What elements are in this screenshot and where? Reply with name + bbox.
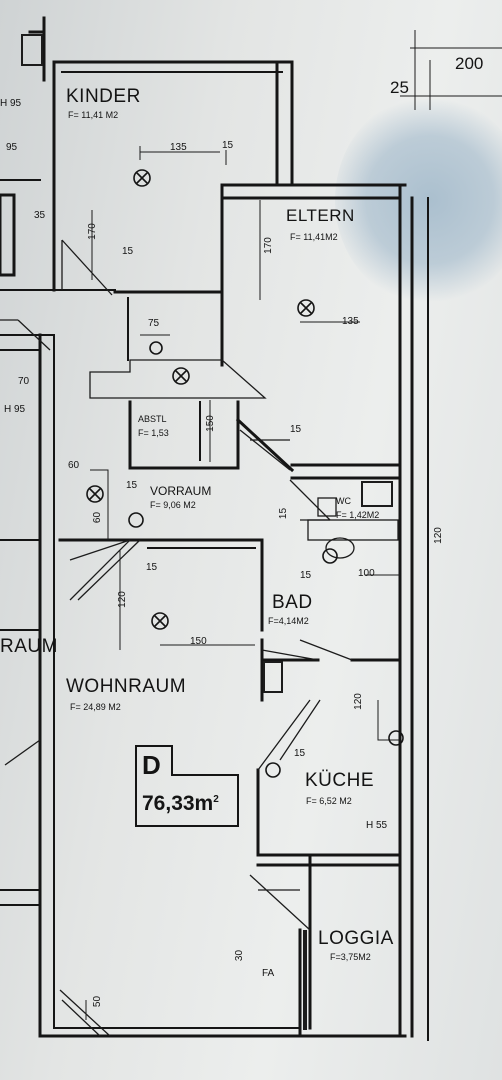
room-name-abstell: ABSTL — [138, 414, 167, 424]
dim-bad-15b: 15 — [300, 570, 312, 581]
door-wohn — [69, 539, 131, 601]
room-name-vorraum: VORRAUM — [150, 484, 212, 498]
unit-letter: D — [142, 750, 161, 780]
room-area-kinder: F= 11,41 M2 — [68, 110, 119, 120]
room-name-wc: WC — [336, 496, 351, 506]
wall-eltern-bottom — [290, 463, 402, 480]
water-stain — [335, 95, 502, 305]
room-area-abstell: F= 1,53 — [138, 428, 169, 438]
dim-eltern-170: 170 — [262, 237, 274, 254]
dim-left-95: 95 — [6, 142, 18, 153]
light-wohn — [151, 612, 169, 630]
unit-area-exponent: 2 — [213, 794, 219, 805]
dim-left-h95: H 95 — [0, 98, 22, 109]
room-area-bad: F=4,14M2 — [268, 616, 309, 626]
light-kinder — [133, 169, 151, 187]
room-area-kueche: F= 6,52 M2 — [306, 796, 352, 806]
dim-kue-h55: H 55 — [366, 820, 388, 831]
light-eltern — [297, 299, 315, 317]
light-bad — [322, 548, 338, 564]
room-name-wohnraum: WOHNRAUM — [66, 676, 187, 697]
light-vorraum-2 — [86, 485, 104, 503]
dim-left-h95b: H 95 — [4, 404, 26, 415]
room-name-eltern: ELTERN — [286, 206, 355, 225]
dim-kue-15: 15 — [294, 748, 306, 759]
dim-wc-15: 15 — [278, 507, 290, 520]
dim-abst-150: 150 — [204, 415, 216, 432]
dim-log-30: 30 — [234, 949, 246, 962]
room-name-loggia: LOGGIA — [318, 928, 394, 949]
dim-kinder-170: 170 — [86, 223, 98, 240]
dim-left-70: 70 — [18, 376, 30, 387]
room-area-loggia: F=3,75M2 — [330, 952, 371, 962]
door-kinder — [61, 239, 113, 296]
unit-badge-frame — [135, 745, 239, 827]
room-area-wohnraum: F= 24,89 M2 — [70, 702, 121, 712]
dim-bottom-50: 50 — [92, 995, 104, 1008]
dim-abst-75: 75 — [148, 318, 160, 329]
room-name-left: RAUM — [0, 636, 58, 657]
wall-wohn-top — [58, 538, 264, 632]
light-abstell — [149, 341, 163, 355]
wall-kinder-right — [275, 60, 294, 187]
dim-left-35: 35 — [34, 210, 46, 221]
wall-kueche-bottom — [256, 768, 402, 867]
dim-vorr-15: 15 — [126, 480, 138, 491]
room-name-kinder: KINDER — [66, 86, 141, 107]
dim-right-120: 120 — [432, 527, 444, 544]
wall-eltern-top — [220, 183, 407, 200]
light-vorraum-3 — [128, 512, 144, 528]
room-name-kueche: KÜCHE — [305, 770, 375, 791]
room-area-eltern: F= 11,41M2 — [290, 232, 338, 242]
dim-kue-120: 120 — [352, 693, 364, 710]
dim-kinder-135: 135 — [170, 142, 187, 153]
light-right — [388, 730, 404, 746]
dim-bad-15: 15 — [290, 424, 302, 435]
wall-kinder-top — [52, 60, 294, 182]
vorraum-hatch-top — [89, 359, 267, 399]
room-area-wc: F= 1,42M2 — [336, 510, 380, 520]
unit-total-area: 76,33m2 — [142, 792, 219, 815]
dim-kinder-15b: 15 — [122, 246, 134, 257]
light-kueche — [265, 762, 281, 778]
wall-abstell — [128, 400, 240, 470]
dim-vorr-60b: 60 — [92, 511, 104, 524]
dim-wohn-120: 120 — [116, 591, 128, 608]
dim-top-200: 200 — [455, 54, 484, 73]
room-area-vorraum: F= 9,06 M2 — [150, 500, 196, 510]
dim-kinder-15: 15 — [222, 140, 234, 151]
room-name-bad: BAD — [272, 592, 313, 613]
dim-vorr-60: 60 — [68, 460, 80, 471]
dim-eltern-135: 135 — [342, 316, 359, 327]
dim-wohn-150: 150 — [190, 636, 207, 647]
wall-right — [398, 183, 414, 1038]
dim-log-fa: FA — [262, 968, 275, 979]
dim-vorr-15b: 15 — [146, 562, 158, 573]
dim-bad-100: 100 — [358, 568, 375, 579]
light-vorraum — [172, 367, 190, 385]
dim-top-25: 25 — [390, 78, 409, 97]
